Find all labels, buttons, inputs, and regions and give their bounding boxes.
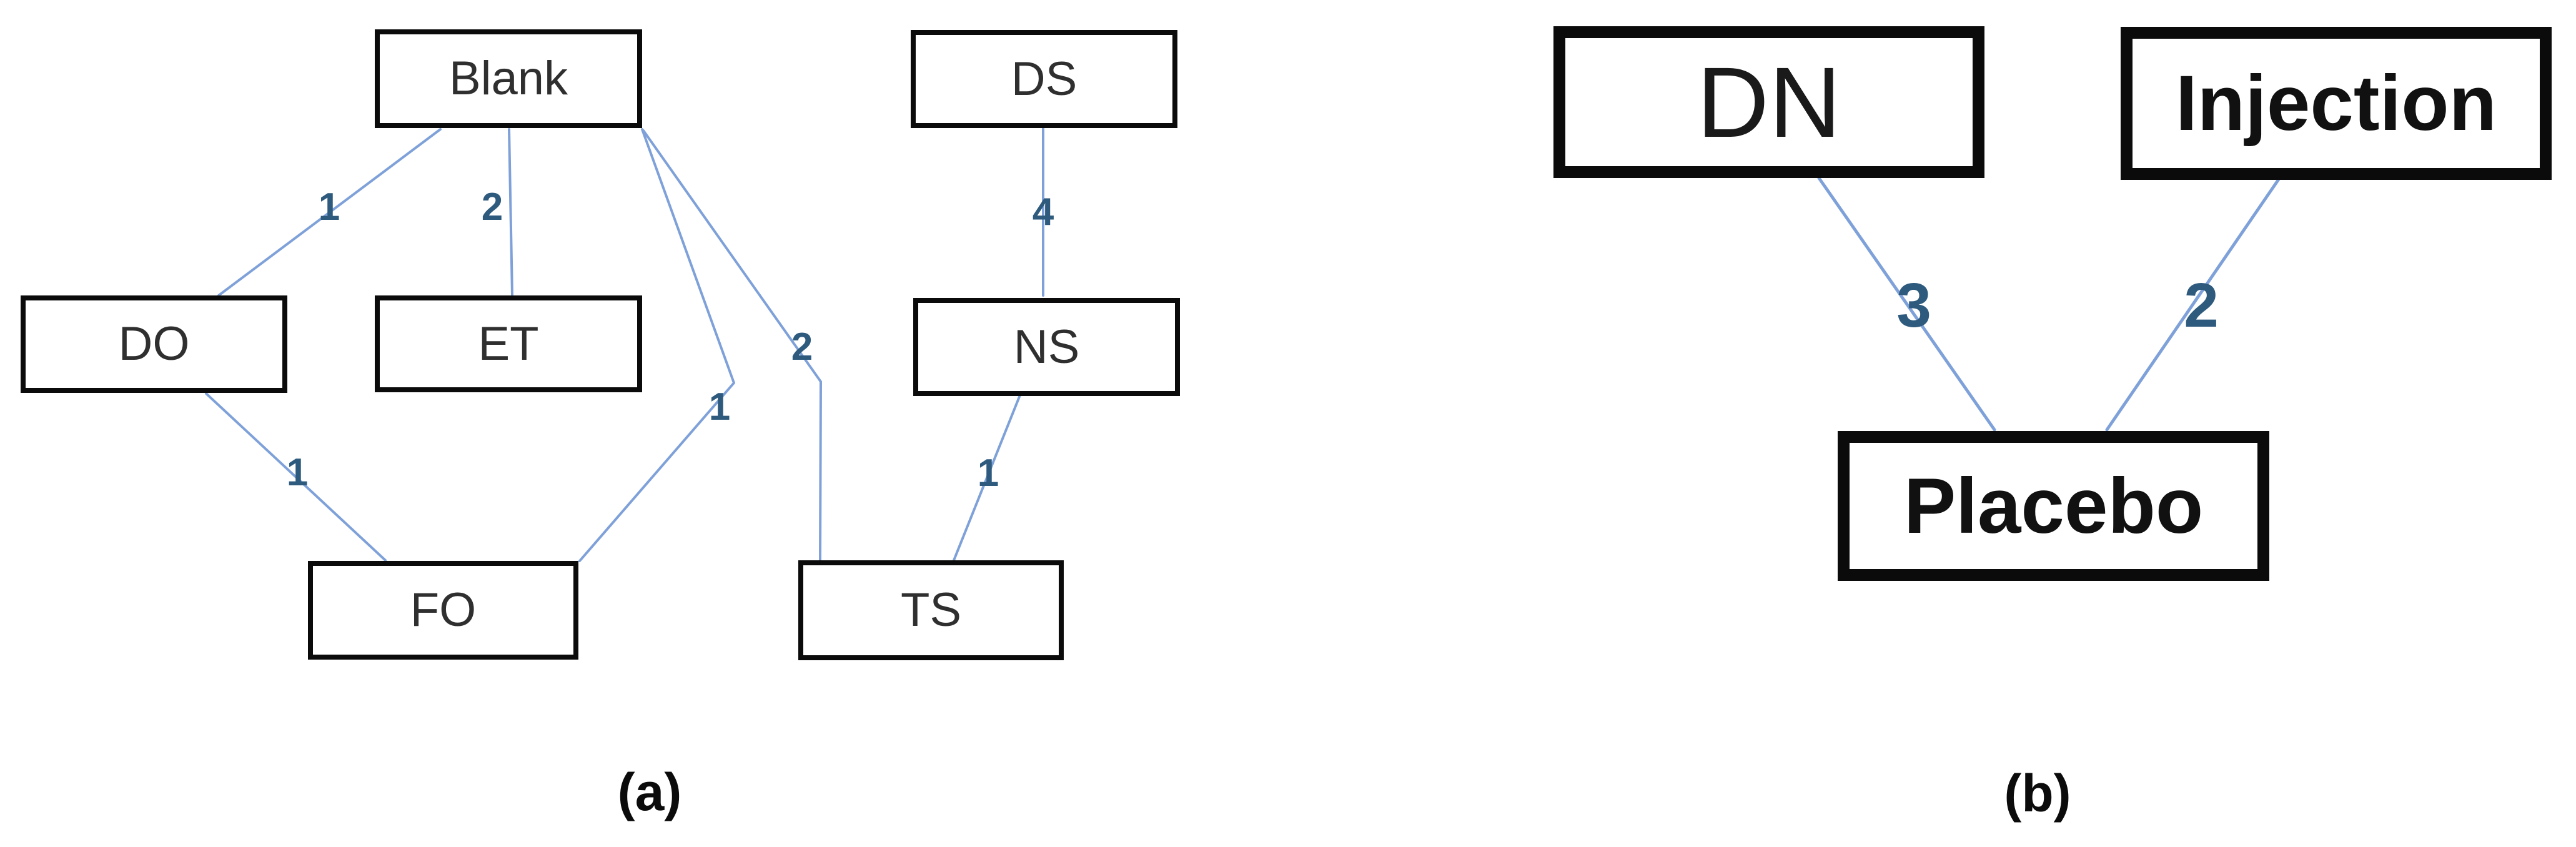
node-injection: Injection <box>2121 27 2552 180</box>
node-ns: NS <box>913 298 1180 396</box>
edge-label-blank-et: 2 <box>481 186 503 229</box>
panel-b-caption: (b) <box>2004 764 2071 823</box>
node-ts: TS <box>798 560 1064 660</box>
edge-injection-placebo <box>2105 177 2281 432</box>
edge-blank-et <box>508 128 513 296</box>
edge-label-ns-ts: 1 <box>977 452 999 495</box>
node-fo: FO <box>308 561 578 660</box>
edge-label-blank-fo: 1 <box>708 385 731 428</box>
node-ds: DS <box>911 30 1177 128</box>
node-et: ET <box>375 295 642 392</box>
edge-label-blank-do: 1 <box>318 186 340 229</box>
edge-label-blank-ts: 2 <box>791 325 813 369</box>
node-dn: DN <box>1553 26 1984 178</box>
edge-blank-fo <box>578 128 735 562</box>
node-placebo: Placebo <box>1838 431 2269 581</box>
node-do: DO <box>21 295 287 393</box>
panel-a-caption: (a) <box>617 763 682 821</box>
edge-label-do-fo: 1 <box>286 451 309 494</box>
edge-label-dn-placebo: 3 <box>1896 270 1931 340</box>
edge-blank-ts <box>642 129 822 562</box>
edge-blank-do <box>217 128 442 297</box>
edge-do-fo <box>205 392 387 562</box>
node-blank: Blank <box>375 29 642 128</box>
edge-ns-ts <box>953 392 1022 562</box>
edge-label-injection-placebo: 2 <box>2184 270 2219 340</box>
edge-dn-placebo <box>1817 176 1996 432</box>
edge-label-ds-ns: 4 <box>1032 191 1054 234</box>
